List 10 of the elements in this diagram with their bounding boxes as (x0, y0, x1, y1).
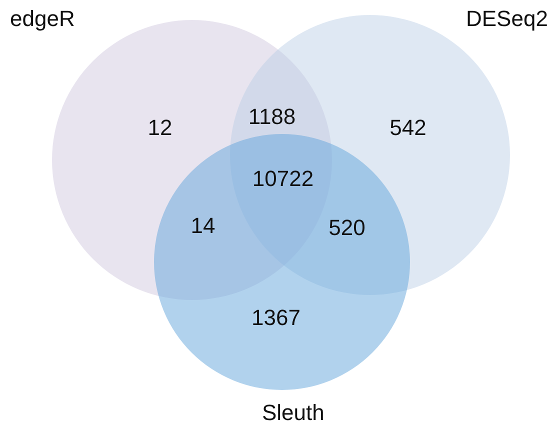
set-label: DESeq2 (466, 6, 548, 32)
region-count: 12 (148, 115, 172, 141)
region-count: 542 (390, 115, 426, 141)
region-count: 1367 (252, 305, 300, 331)
set-label: edgeR (10, 6, 75, 32)
region-count: 14 (190, 213, 216, 239)
region-count: 520 (328, 215, 366, 241)
region-count: 1188 (248, 104, 296, 130)
set-label: Sleuth (262, 400, 324, 426)
region-count: 10722 (252, 166, 314, 192)
